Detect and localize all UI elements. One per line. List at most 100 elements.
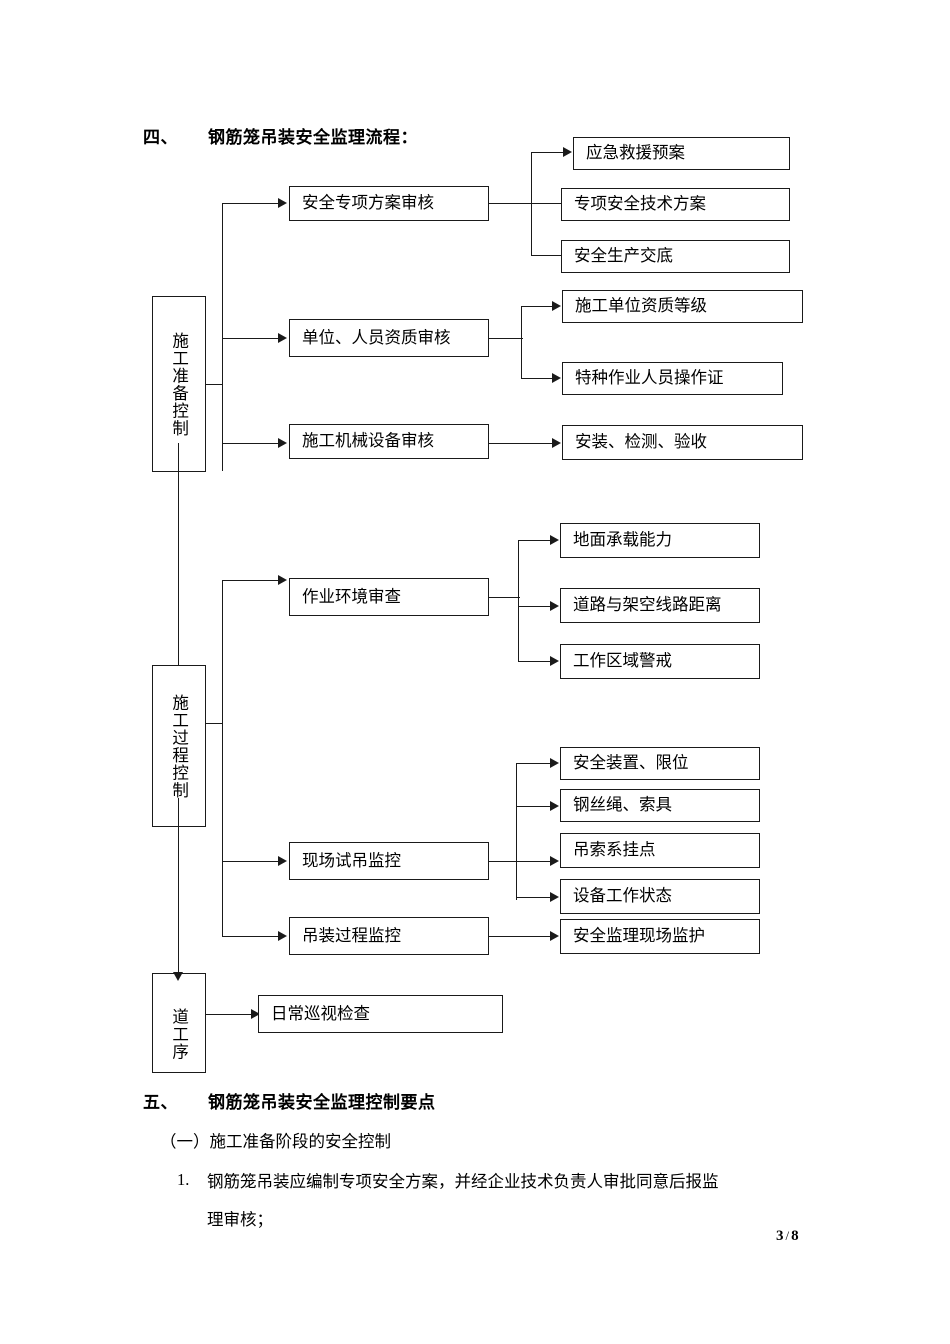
- leaf-box-ground-bearing-capacity: 地面承载能力: [560, 523, 760, 558]
- mid-box-machinery-review: 施工机械设备审核: [289, 424, 489, 459]
- link-m1-l2: [531, 203, 564, 204]
- branch-process-1-arrow: [278, 575, 287, 585]
- leaf-box-special-safety-tech-plan-label: 专项安全技术方案: [574, 194, 706, 214]
- link-m5-l12: [516, 861, 551, 862]
- link-m4-l9-arrow: [550, 656, 559, 666]
- leaf-box-work-area-cordon-label: 工作区域警戒: [573, 651, 672, 671]
- link-m5-l13-arrow: [550, 892, 559, 902]
- mid-box-lifting-process-monitoring: 吊装过程监控: [289, 917, 489, 955]
- mid-box-safety-plan-review-label: 安全专项方案审核: [302, 193, 434, 213]
- leaf-box-onsite-safety-supervision-label: 安全监理现场监护: [573, 926, 705, 946]
- branch-process-2: [222, 861, 279, 862]
- link-m5-l11: [516, 806, 551, 807]
- subtrunk-m4: [518, 540, 519, 662]
- section-4-heading: 四、 钢筋笼吊装安全监理流程：: [143, 123, 418, 148]
- mid-box-work-environment-review: 作业环境审查: [289, 578, 489, 616]
- leaf-box-sling-attachment-point: 吊索系挂点: [560, 833, 760, 868]
- link-m3-l6-arrow: [552, 438, 561, 448]
- stage-box-next-process: 道工序: [152, 973, 206, 1073]
- branch-prep-1: [222, 203, 279, 204]
- link-m2-out: [489, 338, 523, 339]
- link-m2-l5-arrow: [552, 373, 561, 383]
- mid-box-daily-inspection: 日常巡视检查: [258, 995, 503, 1033]
- spine-process-to-next: [178, 798, 179, 976]
- mid-box-safety-plan-review: 安全专项方案审核: [289, 186, 489, 221]
- subtrunk-m1: [531, 152, 532, 256]
- mid-box-trial-lift-monitoring: 现场试吊监控: [289, 842, 489, 880]
- leaf-box-contractor-qualification-grade-label: 施工单位资质等级: [575, 296, 707, 316]
- safety-supervision-flowchart: 施工准备控制 施工过程控制 道工序 安全专项方案审核 单位、人员资质审核: [152, 137, 803, 1073]
- link-m4-l9: [518, 661, 551, 662]
- link-m3-l6: [489, 443, 553, 444]
- link-m4-out: [489, 597, 520, 598]
- mid-box-qualification-review: 单位、人员资质审核: [289, 319, 489, 357]
- leaf-box-special-operator-license: 特种作业人员操作证: [562, 362, 783, 395]
- leaf-box-equipment-working-status-label: 设备工作状态: [573, 886, 672, 906]
- branch-next-1: [205, 1014, 252, 1015]
- subsection-1-heading: （一）施工准备阶段的安全控制: [160, 1132, 391, 1151]
- leaf-box-safety-device-limit: 安全装置、限位: [560, 747, 760, 780]
- leaf-box-emergency-rescue-plan: 应急救援预案: [573, 137, 790, 170]
- branch-prep-1-arrow: [278, 198, 287, 208]
- link-m5-l12-arrow: [550, 856, 559, 866]
- leaf-box-emergency-rescue-plan-label: 应急救援预案: [586, 143, 685, 163]
- link-m2-l4-arrow: [552, 301, 561, 311]
- link-m1-l1: [531, 152, 564, 153]
- link-m4-l7-arrow: [550, 535, 559, 545]
- leaf-box-road-overhead-line-distance-label: 道路与架空线路距离: [573, 595, 722, 615]
- link-m1-l1-arrow: [563, 147, 572, 157]
- leaf-box-install-test-acceptance: 安装、检测、验收: [562, 425, 803, 460]
- leaf-box-special-operator-license-label: 特种作业人员操作证: [575, 368, 724, 388]
- connector-prep-to-trunk: [205, 384, 223, 385]
- link-m1-out: [489, 203, 532, 204]
- list-item-1-line-1: 钢筋笼吊装应编制专项安全方案，并经企业技术负责人审批同意后报监: [207, 1172, 719, 1191]
- branch-process-3-arrow: [278, 931, 287, 941]
- branch-prep-3-arrow: [278, 438, 287, 448]
- link-m4-l7: [518, 540, 551, 541]
- link-m5-l11-arrow: [550, 801, 559, 811]
- stage-box-next-process-label: 道工序: [169, 1007, 189, 1061]
- section-5-heading: 五、 钢筋笼吊装安全监理控制要点: [143, 1088, 436, 1113]
- branch-next-1-arrow: [251, 1009, 260, 1019]
- section-4-title: 钢筋笼吊装安全监理流程：: [208, 128, 418, 147]
- section-5-number: 五、: [143, 1093, 178, 1112]
- leaf-box-install-test-acceptance-label: 安装、检测、验收: [575, 432, 707, 452]
- trunk-process: [222, 580, 223, 936]
- leaf-box-wire-rope-rigging-label: 钢丝绳、索具: [573, 795, 672, 815]
- stage-box-process: 施工过程控制: [152, 665, 206, 827]
- spine-prep-to-process: [178, 443, 179, 665]
- leaf-box-sling-attachment-point-label: 吊索系挂点: [573, 840, 656, 860]
- branch-prep-3: [222, 443, 279, 444]
- link-m5-l10-arrow: [550, 758, 559, 768]
- mid-box-trial-lift-monitoring-label: 现场试吊监控: [302, 850, 401, 870]
- link-m1-l3: [531, 255, 564, 256]
- page-number-total: 8: [791, 1228, 799, 1244]
- leaf-box-road-overhead-line-distance: 道路与架空线路距离: [560, 588, 760, 623]
- mid-box-daily-inspection-label: 日常巡视检查: [271, 1003, 370, 1023]
- mid-box-work-environment-review-label: 作业环境审查: [302, 586, 401, 606]
- section-4-number: 四、: [143, 128, 178, 147]
- link-m6-l14: [489, 936, 551, 937]
- list-item-1-line-2: 理审核；: [207, 1210, 273, 1229]
- leaf-box-special-safety-tech-plan: 专项安全技术方案: [561, 188, 790, 221]
- mid-box-machinery-review-label: 施工机械设备审核: [302, 431, 434, 451]
- leaf-box-safety-production-disclosure-label: 安全生产交底: [574, 246, 673, 266]
- trunk-prep: [222, 203, 223, 471]
- page-number-current: 3: [776, 1228, 784, 1244]
- link-m6-l14-arrow: [550, 931, 559, 941]
- page-number: 3/8: [776, 1228, 799, 1245]
- mid-box-lifting-process-monitoring-label: 吊装过程监控: [302, 925, 401, 945]
- spine-arrow-into-next: [173, 972, 183, 981]
- stage-box-prep: 施工准备控制: [152, 296, 206, 472]
- link-m5-l13: [516, 897, 551, 898]
- link-m4-l8: [518, 606, 551, 607]
- mid-box-qualification-review-label: 单位、人员资质审核: [302, 327, 451, 347]
- leaf-box-ground-bearing-capacity-label: 地面承载能力: [573, 530, 672, 550]
- branch-prep-2: [222, 338, 279, 339]
- section-5-title: 钢筋笼吊装安全监理控制要点: [208, 1093, 436, 1112]
- link-m2-l5: [521, 378, 553, 379]
- link-m5-l10: [516, 763, 551, 764]
- subtrunk-m5: [516, 763, 517, 900]
- subtrunk-m2: [521, 306, 522, 379]
